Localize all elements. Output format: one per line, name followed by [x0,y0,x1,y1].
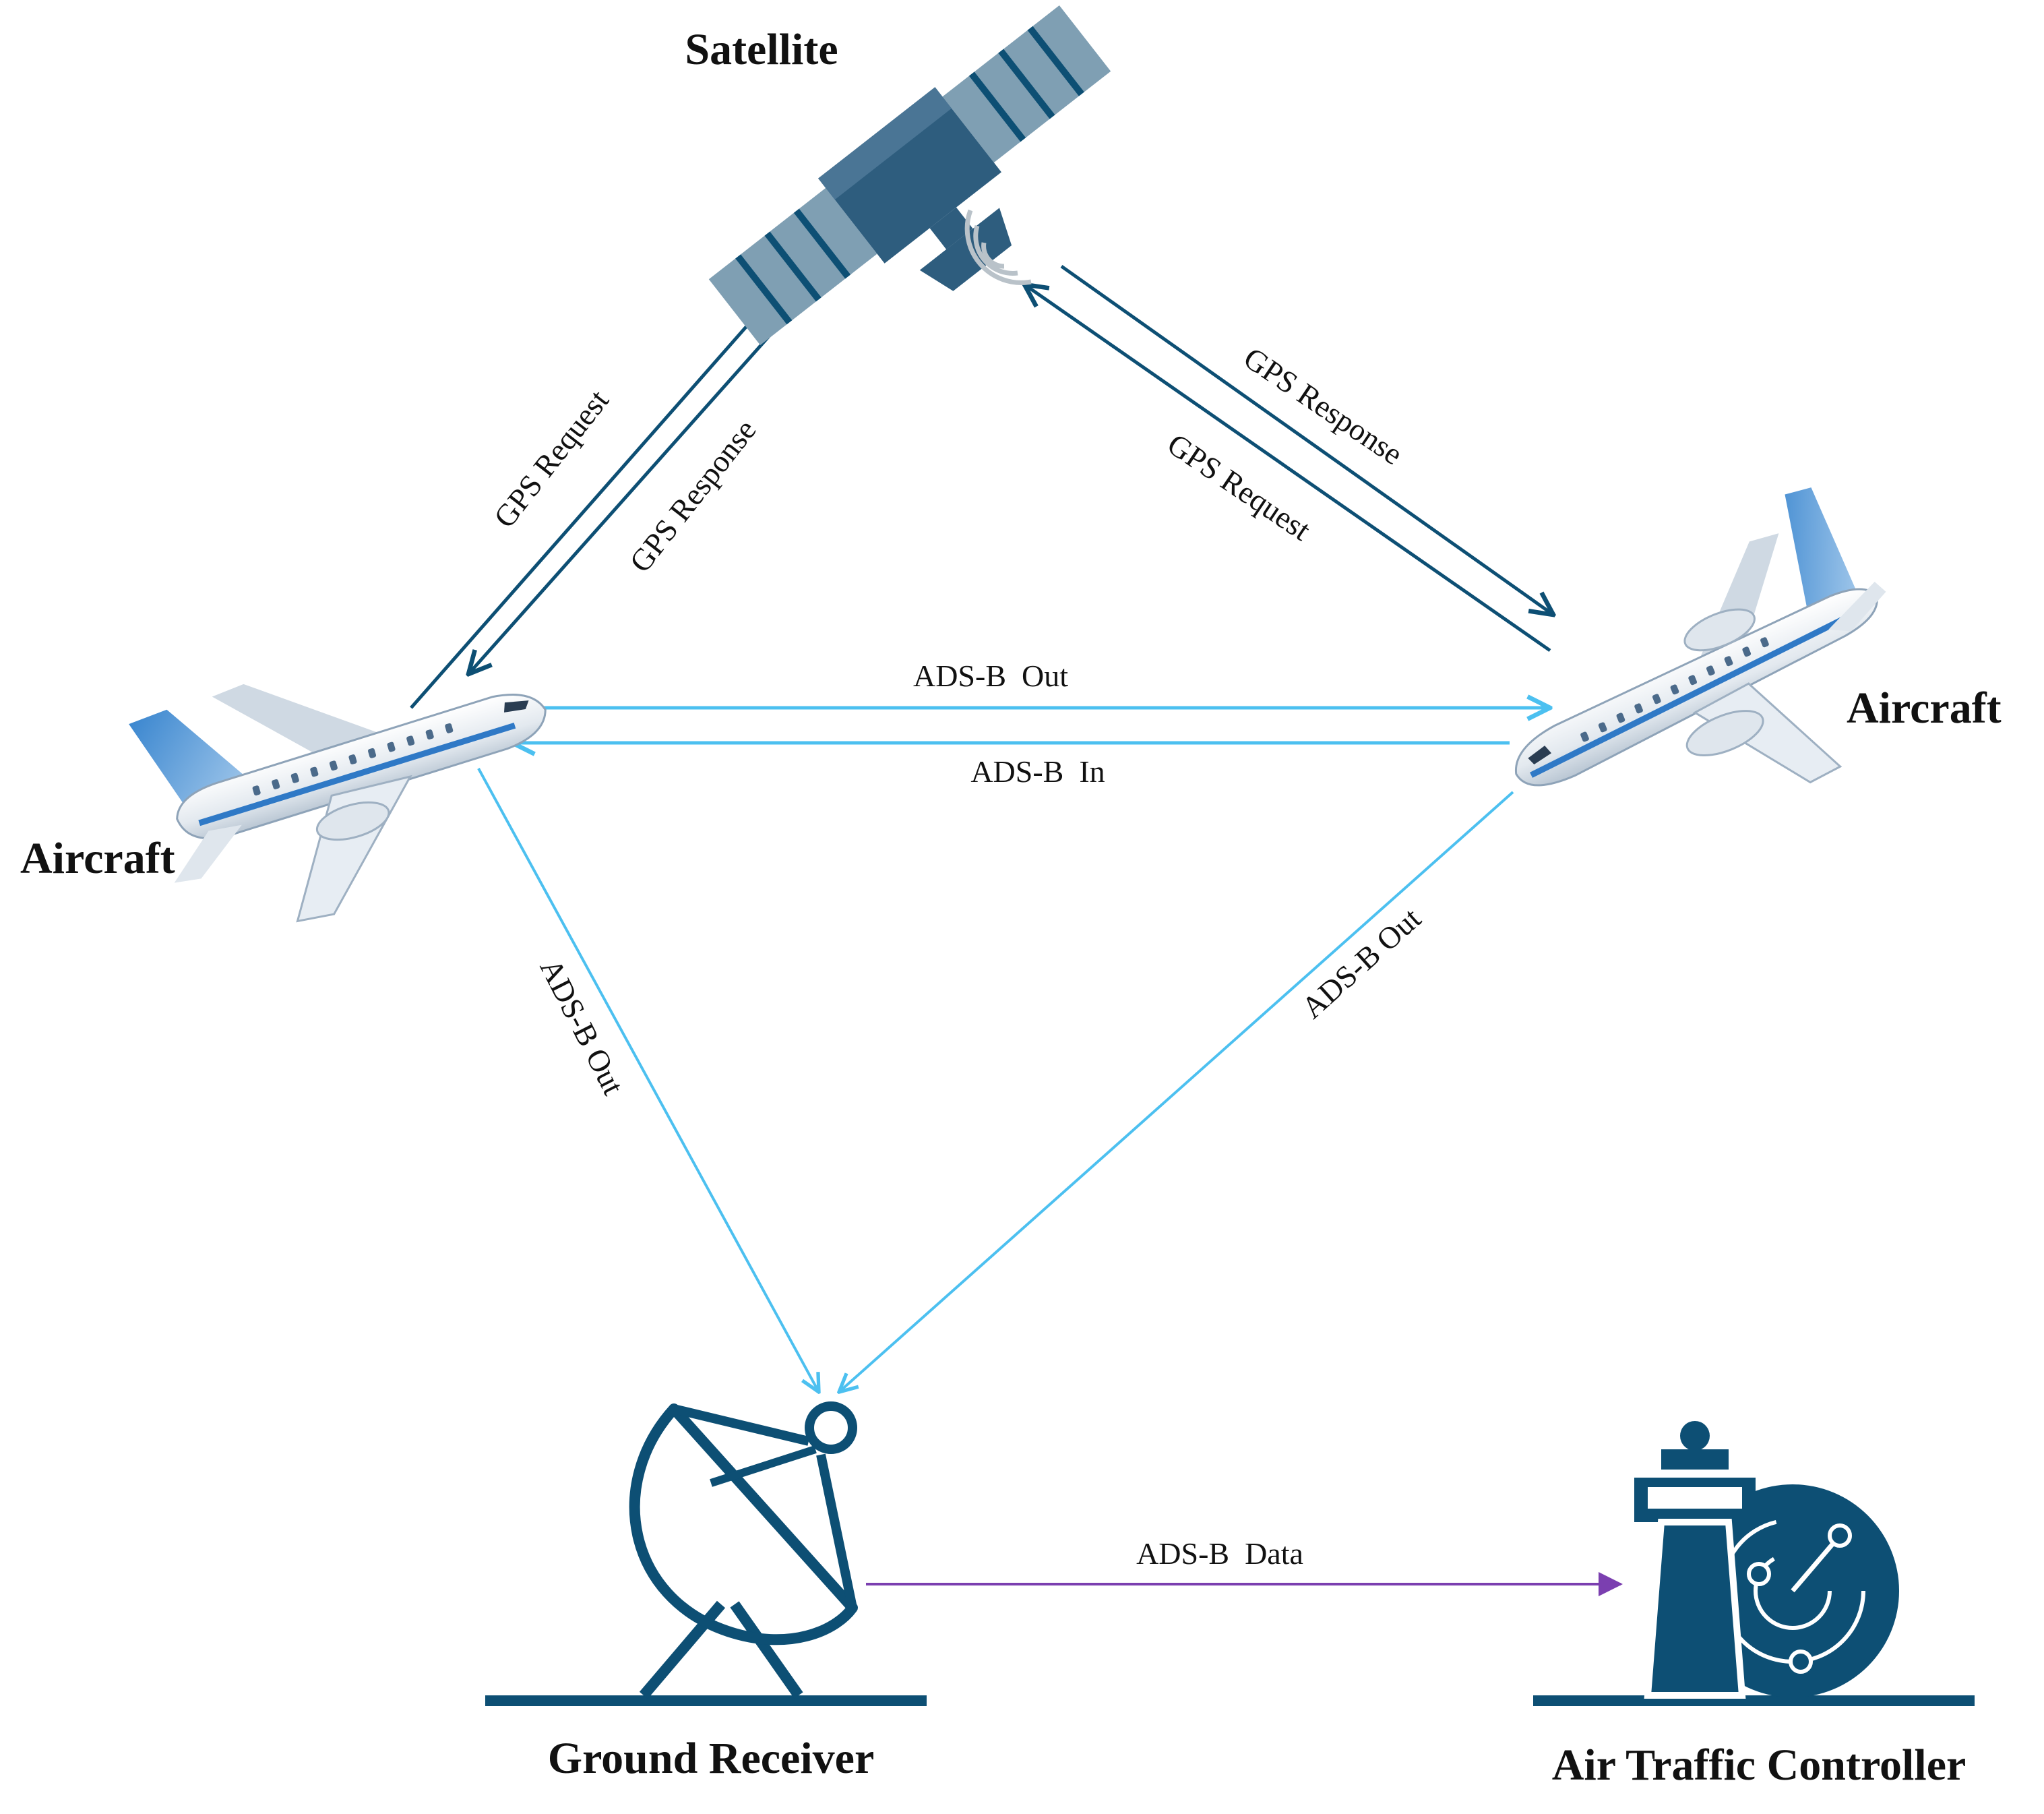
aircraft-right-node: Aircraft [1514,487,2002,787]
aircraft-left-label: Aircraft [20,834,175,883]
satellite-label: Satellite [685,25,838,74]
edge-right-gps-response-arrow [1060,264,1553,615]
satellite-dish-icon [485,1401,927,1706]
aircraft-left-node: Aircraft [20,684,547,923]
edge-labels: GPS Request GPS Response GPS Response GP… [487,340,1427,1571]
ground-receiver-node: Ground Receiver [485,1401,927,1783]
label-adsb-out-horizontal: ADS-B Out [913,659,1068,693]
airplane-icon [129,684,547,923]
edge-left-gps-request-arrow [410,271,795,709]
control-tower-radar-icon [1533,1421,1975,1706]
edge-right-gps-request-arrow [1024,284,1551,653]
ground-receiver-label: Ground Receiver [548,1734,875,1783]
label-right-gps-request: GPS Request [1161,427,1317,547]
label-adsb-out-right-ground: ADS-B Out [1295,901,1427,1025]
edge-adsb-out-left-ground-arrow [477,768,819,1392]
air-traffic-controller-node: Air Traffic Controller [1533,1421,1975,1790]
satellite-node: Satellite [685,5,1111,346]
satellite-icon [708,5,1111,346]
edge-adsb-out-right-ground-arrow [839,791,1514,1392]
label-adsb-out-left-ground: ADS-B Out [533,953,631,1100]
edges [410,264,1623,1596]
label-adsb-in-horizontal: ADS-B In [970,754,1105,789]
label-left-gps-request: GPS Request [487,383,616,534]
edge-left-gps-response-arrow [468,305,797,674]
label-adsb-data: ADS-B Data [1136,1536,1303,1571]
signal-waves-icon [964,209,1032,285]
airplane-icon [1514,487,1886,787]
aircraft-right-label: Aircraft [1847,684,2002,733]
air-traffic-controller-label: Air Traffic Controller [1552,1741,1966,1790]
label-left-gps-response: GPS Response [623,413,763,579]
